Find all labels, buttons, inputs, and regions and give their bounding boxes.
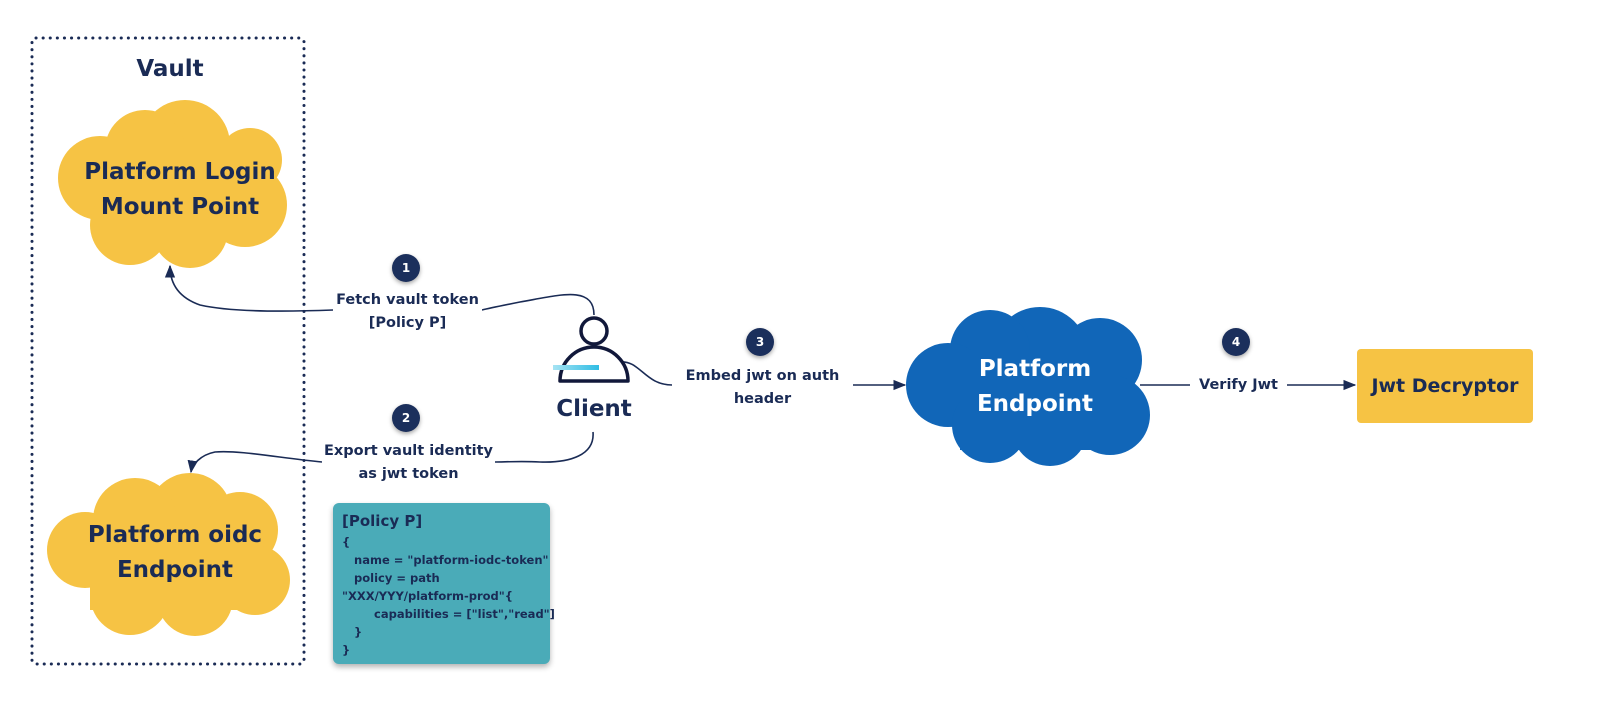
oidc-endpoint-node[interactable]: Platform oidc Endpoint <box>70 518 280 588</box>
step-3-line1: Embed jwt on auth <box>685 368 840 384</box>
policy-line: } <box>342 625 363 639</box>
platform-endpoint-line1: Platform <box>978 356 1092 382</box>
step-1-line1: Fetch vault token <box>336 292 479 308</box>
policy-box: [Policy P] { name = "platform-iodc-token… <box>333 503 555 664</box>
step-2-badge: 2 <box>392 404 420 432</box>
policy-line: "XXX/YYY/platform-prod"{ <box>342 589 513 603</box>
login-cloud-line2: Mount Point <box>100 194 260 220</box>
step1-connector <box>481 293 595 316</box>
policy-line: capabilities = ["list","read"] <box>342 607 555 621</box>
step3-connector <box>619 361 673 386</box>
policy-line: { <box>342 535 351 549</box>
step-1-badge: 1 <box>392 254 420 282</box>
oidc-cloud-shape <box>47 473 290 636</box>
platform-endpoint-cloud-shape <box>906 307 1150 466</box>
step-4-badge: 4 <box>1222 328 1250 356</box>
jwt-decryptor-label: Jwt Decryptor <box>1371 375 1519 397</box>
login-cloud-line1: Platform Login <box>84 159 276 185</box>
step-2-label: Export vault identity as jwt token <box>322 440 495 486</box>
step-3-label: Embed jwt on auth header <box>672 365 853 411</box>
client-label: Client <box>556 396 632 422</box>
login-mount-point-node[interactable]: Platform Login Mount Point <box>75 155 285 225</box>
policy-line: policy = path <box>342 571 440 585</box>
step-3-badge: 3 <box>746 328 774 356</box>
login-cloud-shape <box>58 100 287 268</box>
step-2-line1: Export vault identity <box>323 443 494 459</box>
step2-arrow <box>187 450 323 474</box>
policy-line: } <box>342 643 351 657</box>
platform-endpoint-line2: Endpoint <box>976 391 1094 417</box>
step1-arrow <box>164 264 334 312</box>
step-1-line2: [Policy P] <box>368 315 447 331</box>
policy-line: name = "platform-iodc-token" <box>342 553 549 567</box>
step-2-line2: as jwt token <box>358 466 459 482</box>
step-1-label: Fetch vault token [Policy P] <box>333 289 482 335</box>
oidc-cloud-line2: Endpoint <box>116 557 234 583</box>
step-3-line2: header <box>733 391 792 407</box>
step2-connector <box>494 431 594 463</box>
jwt-decryptor-node[interactable]: Jwt Decryptor <box>1357 349 1533 423</box>
platform-endpoint-node[interactable]: Platform Endpoint <box>930 352 1140 422</box>
client-person-icon <box>553 316 630 383</box>
oidc-cloud-line1: Platform oidc <box>87 522 263 548</box>
policy-title: [Policy P] <box>342 512 423 530</box>
step-4-line1: Verify Jwt <box>1199 377 1278 393</box>
step-4-label: Verify Jwt <box>1190 374 1287 397</box>
vault-title: Vault <box>136 56 204 82</box>
